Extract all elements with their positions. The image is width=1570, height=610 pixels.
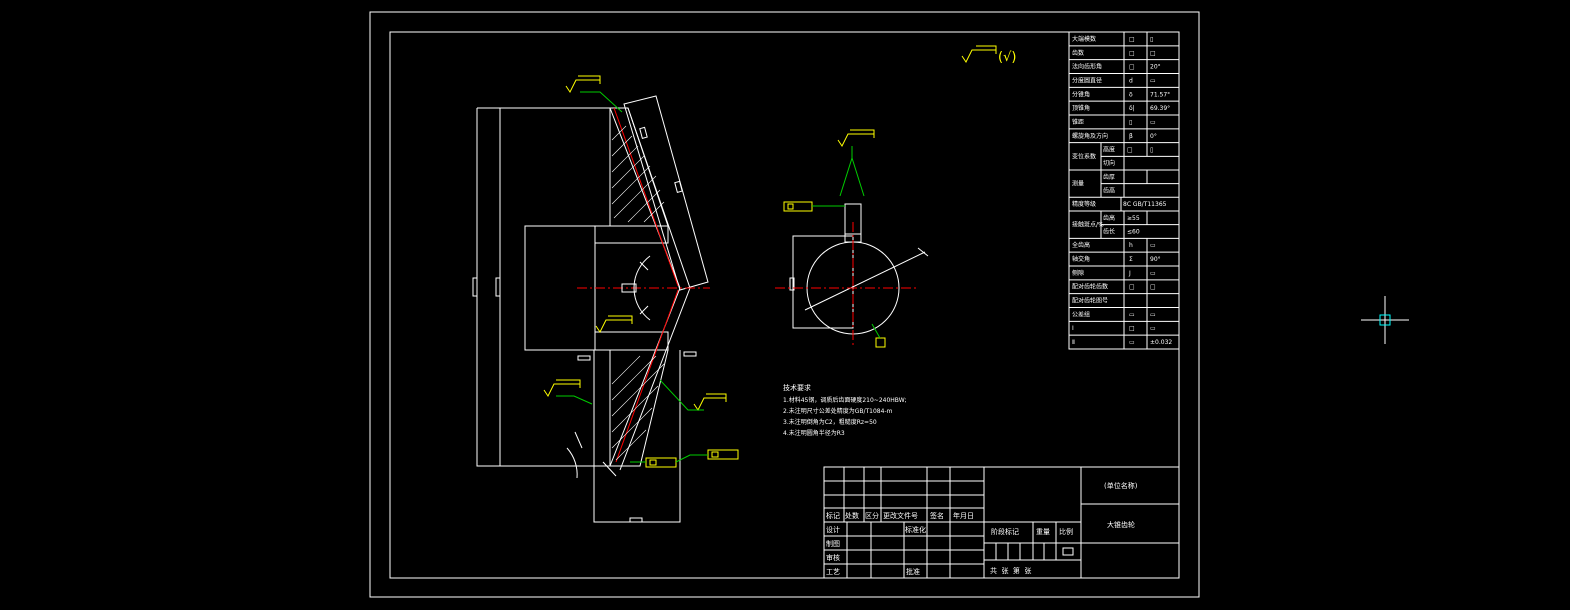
tb-row-drafting: 制图 [826,539,840,548]
param-sub-top-8: 高度 [1103,145,1115,153]
param-name-11: 接触斑点/% [1072,221,1104,229]
gear-parameters-table: 大端模数 □ ▯ 齿数 □ □ 法向齿形角 □ 20° 分度圆直径 d ▭ 分锥角 δ 71.57° 顶锥角 δ… [1068,31,1180,350]
param-name-10: 精度等级 [1072,200,1096,208]
param-sym-0: □ [1129,36,1135,43]
param-sym-17: ▭ [1129,311,1135,318]
param-val-13: 90° [1150,256,1161,263]
param-sym-7: β [1129,133,1133,140]
tb-stage-mark: 阶段标记 [991,527,1019,536]
tb-col-zone: 区分 [865,511,879,520]
tb-approve: 批准 [906,567,920,576]
param-sym-2: □ [1129,64,1135,71]
param-sub-bottom-9: 齿高 [1103,186,1115,194]
param-name-5: 顶锥角 [1072,104,1090,112]
param-name-13: 轴交角 [1072,255,1090,263]
param-sub-bottom-11: 齿长 [1103,228,1115,236]
tb-row-process: 工艺 [826,568,840,576]
tb-col-date: 年月日 [953,511,974,520]
param-name-18: Ⅰ [1072,325,1074,332]
roughness-note-text: (√) [998,50,1016,65]
param-name-14: 侧隙 [1072,269,1084,277]
param-val-12: ▭ [1150,242,1156,249]
param-val-18: ▭ [1150,325,1156,332]
param-val-2: 20° [1150,64,1161,71]
param-val-0: ▯ [1150,36,1153,43]
param-name-12: 全齿高 [1072,241,1090,249]
sheet-outer-border [369,11,1200,598]
param-sym-14: J [1128,270,1131,277]
gear-end-view [775,129,929,348]
param-val-top-11: ≥55 [1127,215,1140,222]
technical-requirements: 技术要求 1.材料45钢，调质后齿面硬度210~240HBW; 2.未注明尺寸公… [783,383,907,437]
param-val-top-8: □ [1127,146,1133,153]
param-sym-13: Σ [1129,256,1133,263]
tb-drawing-name: 大锥齿轮 [1107,520,1135,529]
tb-col-signature: 签名 [930,511,944,520]
param-sym-12: h [1129,242,1133,249]
param-name-3: 分度圆直径 [1072,76,1102,84]
tb-col-count: 处数 [845,511,859,520]
param-val-10: 8C GB/T11365 [1123,201,1167,208]
param-sym-19: ▭ [1129,339,1135,346]
gear-section-view [472,95,710,523]
param-sym-18: □ [1129,325,1135,332]
param-name-17: 公差组 [1072,310,1090,318]
param-sub-top-9: 齿厚 [1103,173,1115,181]
tb-unit-name: (单位名称) [1104,481,1138,490]
param-name-15: 配对齿轮齿数 [1072,283,1108,291]
title-block: 标记 处数 区分 更改文件号 签名 年月日 设计 制图 审核 工艺 标准化 批准… [823,466,1180,579]
tech-req-title: 技术要求 [783,383,811,392]
general-roughness-note: (√) [961,45,1016,65]
tb-col-mark: 标记 [826,511,840,520]
param-sym-3: d [1129,77,1133,84]
param-val-5: 69.39° [1150,105,1170,112]
tech-req-line-3: 3.未注明倒角为C2，粗糙度Rz=50 [783,418,877,426]
roughness-callouts-left [543,75,739,468]
param-sym-4: δ [1129,91,1133,98]
param-val-7: 0° [1150,133,1157,140]
param-val-bottom-11: ≤60 [1127,229,1140,236]
param-name-4: 分锥角 [1072,90,1090,98]
tb-sheets: 共 张 第 张 [990,566,1031,575]
param-name-16: 配对齿轮图号 [1072,297,1108,305]
tb-standardize: 标准化 [905,525,926,534]
tb-row-review: 审核 [826,553,840,562]
param-name-0: 大端模数 [1072,35,1096,43]
param-val-1: □ [1150,50,1156,57]
param-name-19: Ⅱ [1072,339,1075,346]
cad-crosshair-cursor[interactable] [1361,296,1409,344]
param-val-6: ▭ [1150,119,1156,126]
param-sym-15: □ [1129,284,1135,291]
param-val-3: ▭ [1150,77,1156,84]
tech-req-line-4: 4.未注明圆角半径为R3 [783,429,845,437]
param-val-19: ±0.032 [1150,339,1172,346]
param-name-1: 齿数 [1072,49,1084,57]
tb-row-design: 设计 [826,525,840,534]
sheet-inner-frame [389,31,1180,579]
param-name-6: 锥距 [1072,118,1084,126]
param-sub-bottom-8: 切向 [1103,159,1115,167]
param-name-2: 法向齿形角 [1072,63,1102,71]
param-val-15: □ [1150,284,1156,291]
param-val-14: ▭ [1150,270,1156,277]
param-val-mid-8: ▯ [1150,146,1153,153]
tb-scale: 比例 [1059,527,1073,536]
param-val-4: 71.57° [1150,91,1170,98]
param-sym-5: δ| [1129,105,1135,112]
tech-req-line-1: 1.材料45钢，调质后齿面硬度210~240HBW; [783,396,907,404]
param-sym-6: ▯ [1129,119,1132,126]
tech-req-line-2: 2.未注明尺寸公差处精度为GB/T1084-m [783,407,893,415]
param-sym-1: □ [1129,50,1135,57]
param-name-9: 测量 [1072,180,1084,188]
tb-col-change-doc: 更改文件号 [883,511,918,520]
param-sub-top-11: 齿高 [1103,214,1115,222]
tb-weight: 重量 [1036,528,1050,536]
param-name-8: 变位系数 [1072,152,1096,160]
param-name-7: 螺旋角及方向 [1072,132,1108,140]
param-val-17: ▭ [1150,311,1156,318]
